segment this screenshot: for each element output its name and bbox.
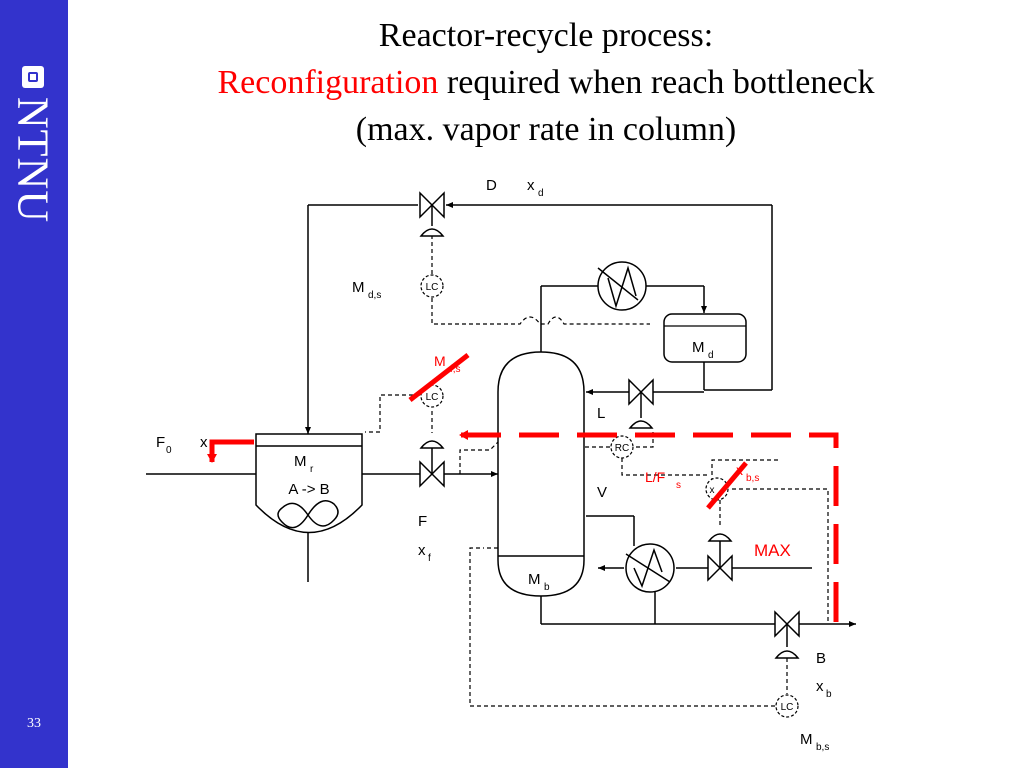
- agitator-icon: [277, 500, 339, 529]
- label-D: D: [486, 177, 497, 194]
- label-Md: M: [692, 339, 705, 356]
- label-Mds-sub: d,s: [368, 290, 381, 301]
- title-line-2: Reconfiguration required when reach bott…: [68, 59, 1024, 106]
- rc-label: RC: [615, 443, 629, 454]
- lc-label: LC: [781, 702, 794, 713]
- label-xb: x: [816, 678, 824, 695]
- title-line-3: (max. vapor rate in column): [355, 111, 737, 148]
- valve-distillate-icon: [419, 191, 445, 237]
- process-lines: [146, 202, 856, 647]
- reflux-drum: [663, 313, 747, 363]
- lc-controller-distillate: [420, 274, 444, 298]
- condenser-icon: [597, 261, 647, 311]
- label-xf: x: [418, 542, 426, 559]
- label-Mfs: M: [434, 353, 446, 369]
- title-line-2-rest: required when reach bottleneck: [438, 64, 875, 101]
- label-Mb-sub: b: [544, 582, 550, 593]
- lc-controller-bottoms: [775, 694, 799, 718]
- label-B: B: [816, 650, 826, 667]
- max-label: MAX: [754, 541, 791, 560]
- valve-bottoms-icon: [774, 610, 800, 659]
- label-F: F: [418, 513, 427, 530]
- label-F0-sub: 0: [166, 445, 172, 456]
- label-reaction: A -> B: [288, 481, 329, 498]
- ntnu-logo-icon: [22, 66, 44, 88]
- label-Mb: M: [528, 571, 541, 588]
- label-xb-sub: b: [826, 689, 832, 700]
- label-L: L: [597, 405, 605, 422]
- label-Mr: M: [294, 453, 307, 470]
- lc-label: LC: [426, 282, 439, 293]
- label-V: V: [597, 484, 607, 501]
- label-Mfs-sub: f,s: [450, 364, 461, 375]
- slide-title: Reactor-recycle process: Reconfiguration…: [68, 12, 1024, 153]
- rc-controller: [610, 435, 634, 459]
- reboiler-icon: [625, 543, 675, 593]
- title-highlight: Reconfiguration: [217, 64, 439, 101]
- label-xf-sub: f: [428, 553, 431, 564]
- valve-feed-icon: [419, 440, 445, 488]
- label-xbs-sub: b,s: [746, 473, 759, 484]
- sidebar: NTNU 33: [0, 0, 68, 768]
- xc-label: x: [710, 485, 715, 496]
- distillation-column: [497, 351, 585, 597]
- label-Mbs: M: [800, 731, 813, 748]
- label-xd-sub: d: [538, 188, 544, 199]
- label-Mds: M: [352, 279, 365, 296]
- reactor-vessel: [255, 433, 363, 534]
- label-Mr-sub: r: [310, 464, 314, 475]
- label-LF: L/F: [645, 469, 665, 485]
- reconfiguration-overlay: [207, 353, 839, 622]
- lc-label: LC: [426, 392, 439, 403]
- label-x0: x: [200, 434, 208, 451]
- page-number: 33: [27, 716, 41, 731]
- label-Md-sub: d: [708, 350, 714, 361]
- label-xd: x: [527, 177, 535, 194]
- valve-reflux-icon: [628, 378, 654, 429]
- valve-reboiler-icon: [707, 533, 733, 582]
- label-F0: F: [156, 434, 165, 451]
- title-line-1: Reactor-recycle process:: [378, 17, 714, 54]
- label-Mbs-sub: b,s: [816, 742, 829, 753]
- label-LF-sub: s: [676, 480, 681, 491]
